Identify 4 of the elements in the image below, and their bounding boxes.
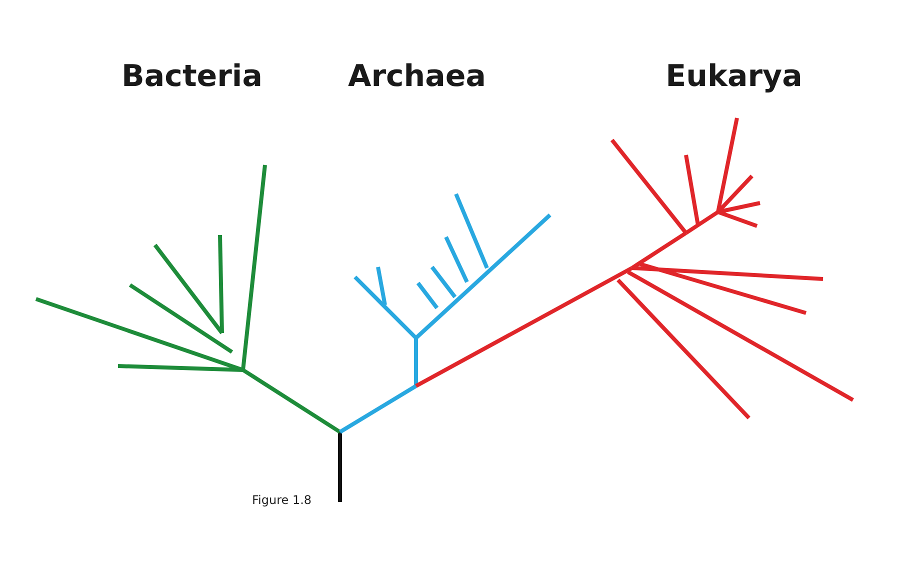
domain-label: Archaea: [348, 62, 486, 92]
domain-label: Eukarya: [666, 62, 802, 92]
figure-caption: Figure 1.8: [252, 494, 312, 506]
domain-label: Bacteria: [122, 62, 262, 92]
